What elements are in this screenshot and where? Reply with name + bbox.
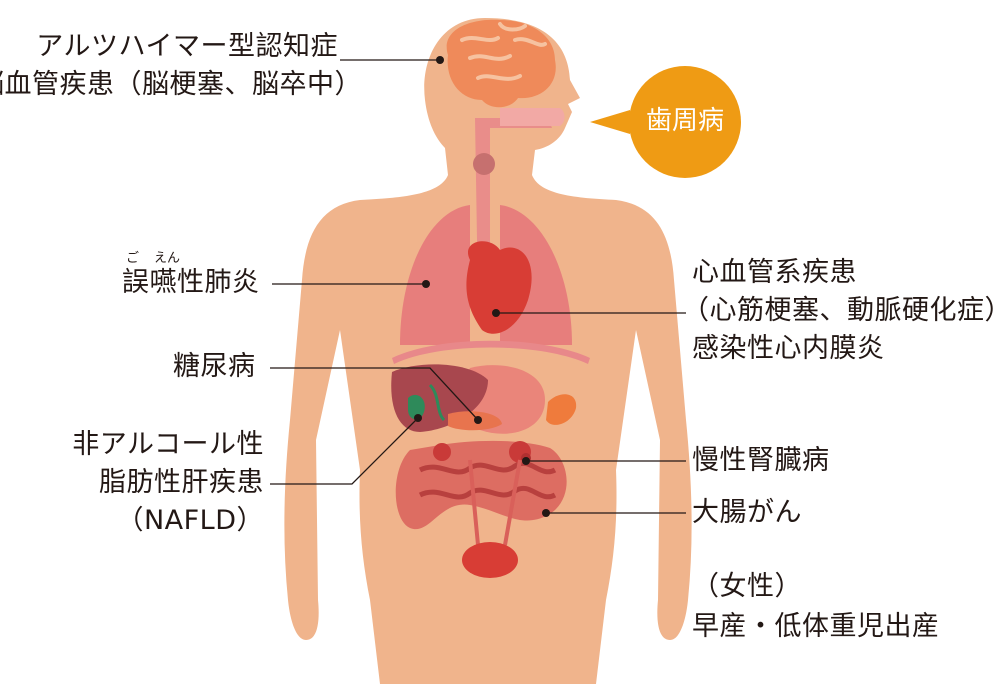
label-aspiration-pneumonia: 誤嚥性肺炎 xyxy=(122,267,260,298)
label-diabetes: 糖尿病 xyxy=(173,351,256,382)
label-cardiovascular: 心血管系疾患 xyxy=(692,257,857,288)
label-nafld-line1: 非アルコール性 xyxy=(72,429,264,460)
brain-icon xyxy=(446,19,556,108)
speech-bubble-icon xyxy=(590,66,741,178)
label-cerebrovascular: 脳血管疾患（脳梗塞、脳卒中） xyxy=(0,69,362,100)
label-nafld-line3: （NAFLD） xyxy=(116,505,264,536)
label-cardio-detail: （心筋梗塞、動脈硬化症） xyxy=(682,295,1000,326)
label-female: （女性） xyxy=(692,571,802,602)
leader-lines xyxy=(270,59,686,514)
leader-dots xyxy=(414,56,550,517)
ruby-en: えん xyxy=(154,251,181,266)
label-preterm-birth: 早産・低体重児出産 xyxy=(692,611,940,642)
label-colon-cancer: 大腸がん xyxy=(692,497,802,528)
ruby-go: ご xyxy=(126,251,140,266)
label-alzheimers: アルツハイマー型認知症 xyxy=(36,31,338,62)
human-body-icon xyxy=(284,18,692,684)
label-periodontal: 歯周病 xyxy=(645,106,724,136)
label-chronic-kidney: 慢性腎臓病 xyxy=(692,445,830,476)
label-nafld-line2: 脂肪性肝疾患 xyxy=(99,467,264,498)
label-endocarditis: 感染性心内膜炎 xyxy=(692,333,885,364)
